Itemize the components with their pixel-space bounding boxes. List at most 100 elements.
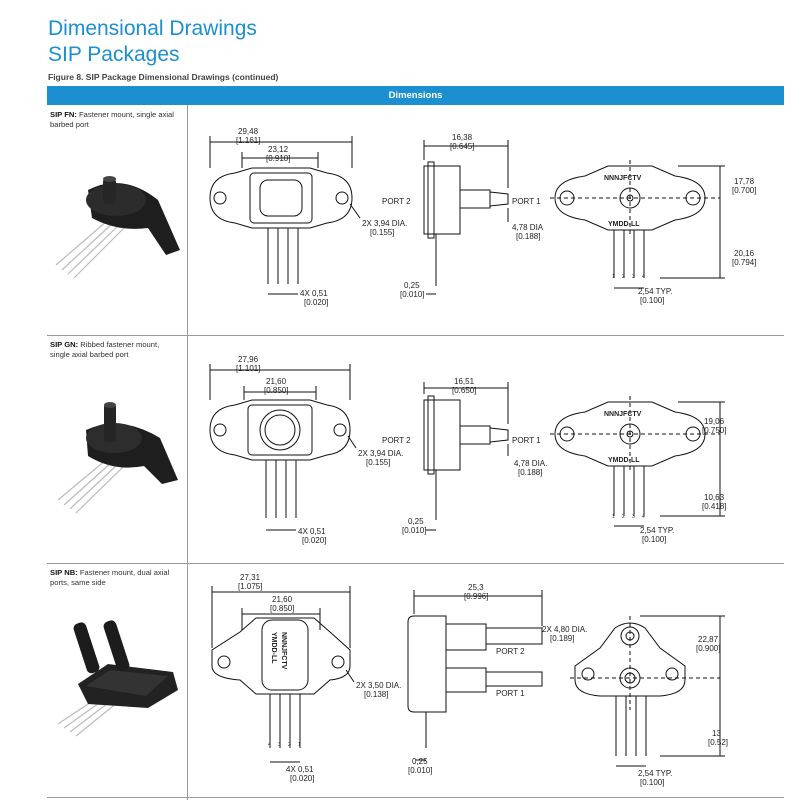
lead-mm: 0,25 [404, 281, 420, 290]
port1-label: PORT 1 [496, 689, 525, 698]
hole-dia-mm: 2X 3,94 DIA. [362, 219, 407, 228]
pin-number: 4 [642, 274, 645, 280]
pin-number: 3 [278, 742, 281, 748]
pin-width-mm: 4X 0,51 [298, 527, 326, 536]
inner-width-in: [0.850] [264, 386, 288, 395]
pin-number: 1 [612, 514, 615, 520]
upper-height-in: [0.900] [696, 644, 720, 653]
sip-fn-product-photo [55, 176, 180, 279]
marking-line1: NNNJFCTV [280, 632, 287, 670]
port2-label: PORT 2 [382, 436, 411, 445]
inner-width-mm: 23,12 [268, 145, 289, 154]
pin-number: 4 [268, 742, 271, 748]
lead-in: [0.010] [402, 526, 426, 535]
hole-dia-mm: 2X 3,94 DIA. [358, 449, 403, 458]
page-title: Dimensional Drawings [48, 17, 257, 40]
hole-dia-in: [0.155] [370, 228, 394, 237]
lower-height-in: [0.418] [702, 502, 726, 511]
pin-width-in: [0.020] [290, 774, 314, 783]
lower-height-mm: 13 [712, 729, 721, 738]
pin-width-mm: 4X 0,51 [286, 765, 314, 774]
overall-width-in: [1.101] [236, 364, 260, 373]
pitch-mm: 2,54 TYP. [638, 769, 672, 778]
hole-dia-in: [0.138] [364, 690, 388, 699]
upper-height-mm: 22,87 [698, 635, 719, 644]
pitch-mm: 2,54 TYP. [638, 287, 672, 296]
lower-height-in: [0.52] [708, 738, 728, 747]
depth-in: [0.650] [452, 386, 476, 395]
figure-caption: Figure 8. SIP Package Dimensional Drawin… [48, 72, 279, 82]
sip-nb-dimension-drawing: 27,31 [1.075] 21,60 [0.850] 2X 3,50 DIA.… [211, 573, 728, 787]
hole-dia-in: [0.155] [366, 458, 390, 467]
port1-label: PORT 1 [512, 436, 541, 445]
depth-in: [0.645] [450, 142, 474, 151]
sip-nb-product-photo [57, 620, 178, 737]
lower-height-mm: 10,63 [704, 493, 725, 502]
port-dia-in: [0.188] [518, 468, 542, 477]
lower-height-in: [0.794] [732, 258, 756, 267]
package-code: SIP NB: [50, 568, 78, 577]
marking-line2: YMDD-LL [608, 221, 640, 228]
port-dia-mm: 2X 4,80 DIA. [542, 625, 587, 634]
upper-height-mm: 19,06 [704, 417, 725, 426]
marking-line1: NNNJFCTV [604, 411, 642, 418]
overall-width-mm: 27,31 [240, 573, 261, 582]
row-description-fn: SIP FN: Fastener mount, single axial bar… [50, 110, 180, 130]
depth-mm: 25,3 [468, 583, 484, 592]
package-description: Fastener mount, dual axial ports, same s… [50, 568, 170, 587]
pitch-in: [0.100] [640, 778, 664, 787]
inner-width-mm: 21,60 [266, 377, 287, 386]
pin-width-mm: 4X 0,51 [300, 289, 328, 298]
upper-height-in: [0.750] [702, 426, 726, 435]
pitch-in: [0.100] [642, 535, 666, 544]
row-divider [47, 335, 784, 336]
depth-in: [0.996] [464, 592, 488, 601]
row-description-nb: SIP NB: Fastener mount, dual axial ports… [50, 568, 180, 588]
port2-label: PORT 2 [496, 647, 525, 656]
inner-width-in: [0.910] [266, 154, 290, 163]
overall-width-in: [1.075] [238, 582, 262, 591]
overall-width-mm: 27,96 [238, 355, 259, 364]
inner-width-in: [0.850] [270, 604, 294, 613]
pin-number: 1 [298, 742, 301, 748]
port-dia-mm: 4,78 DIA. [514, 459, 547, 468]
inner-width-mm: 21,60 [272, 595, 293, 604]
row-divider [47, 797, 784, 798]
pin-width-in: [0.020] [302, 536, 326, 545]
package-description: Ribbed fastener mount, single axial barb… [50, 340, 160, 359]
sip-gn-product-photo [57, 402, 178, 514]
pin-width-in: [0.020] [304, 298, 328, 307]
pin-number: 2 [288, 742, 291, 748]
pin-number: 1 [612, 274, 615, 280]
package-description: Fastener mount, single axial barbed port [50, 110, 174, 129]
marking-line1: NNNJFCTV [604, 175, 642, 182]
overall-width-mm: 29,48 [238, 127, 259, 136]
row-divider [47, 563, 784, 564]
pin-number: 2 [622, 274, 625, 280]
upper-height-mm: 17,78 [734, 177, 755, 186]
pitch-in: [0.100] [640, 296, 664, 305]
row-description-gn: SIP GN: Ribbed fastener mount, single ax… [50, 340, 180, 360]
port-dia-in: [0.188] [516, 232, 540, 241]
upper-height-in: [0.700] [732, 186, 756, 195]
page-subtitle: SIP Packages [48, 43, 180, 66]
package-code: SIP FN: [50, 110, 77, 119]
pitch-mm: 2,54 TYP. [640, 526, 674, 535]
hole-dia-mm: 2X 3,50 DIA. [356, 681, 401, 690]
port-dia-in: [0.189] [550, 634, 574, 643]
pin-number: 2 [622, 514, 625, 520]
lower-height-mm: 20,16 [734, 249, 755, 258]
port2-label: PORT 2 [382, 197, 411, 206]
lead-in: [0.010] [400, 290, 424, 299]
depth-mm: 16,51 [454, 377, 475, 386]
sip-fn-dimension-drawing: 29,48 [1.161] 23,12 [0.910] 2X 3,94 DIA.… [209, 127, 756, 307]
column-divider [187, 105, 188, 800]
pin-number: 3 [632, 514, 635, 520]
table-header: Dimensions [47, 86, 784, 105]
port1-label: PORT 1 [512, 197, 541, 206]
sip-gn-dimension-drawing: 27,96 [1.101] 21,60 [0.850] 2X 3,94 DIA.… [209, 355, 726, 545]
pin-number: 4 [642, 514, 645, 520]
port-dia-mm: 4,78 DIA [512, 223, 544, 232]
lead-mm: 0,25 [408, 517, 424, 526]
marking-line2: YMDD-LL [608, 457, 640, 464]
